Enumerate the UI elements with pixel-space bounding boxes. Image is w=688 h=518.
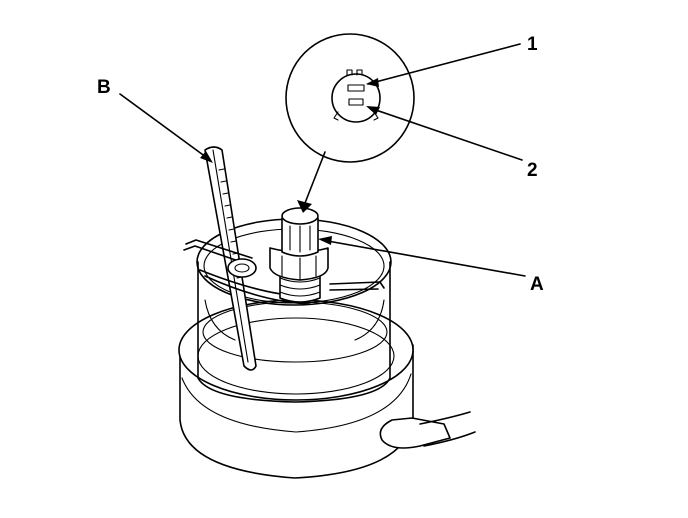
leader-b	[119, 93, 211, 161]
callout-label-2: 2	[527, 160, 538, 181]
arrow-1-icon	[366, 78, 379, 87]
callout-label-b: B	[97, 77, 111, 98]
power-cord	[379, 411, 476, 449]
thermo-switch	[269, 207, 329, 303]
terminal-1-pin	[347, 84, 365, 92]
arrow-2-icon	[366, 106, 380, 115]
leader-a	[321, 239, 526, 277]
arrow-b-icon	[200, 151, 213, 163]
terminal-detail-view	[285, 33, 415, 213]
callout-label-a: A	[530, 274, 544, 295]
callout-leaders	[119, 43, 526, 277]
leader-2	[369, 107, 523, 161]
leader-1	[367, 43, 521, 85]
callout-label-1: 1	[527, 34, 538, 55]
terminal-2-pin	[348, 98, 364, 106]
support-bracket	[183, 239, 385, 305]
arrow-a-icon	[318, 236, 332, 245]
